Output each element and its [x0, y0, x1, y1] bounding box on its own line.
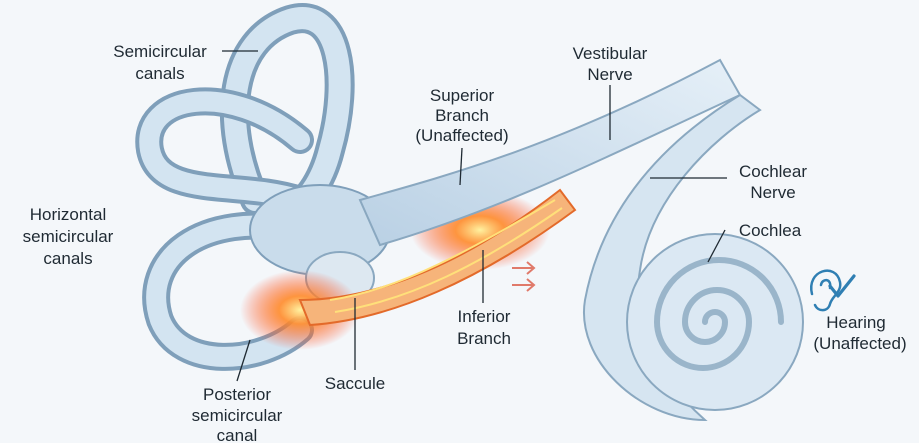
- svg-text:Posterior: Posterior: [203, 385, 271, 404]
- svg-text:(Unaffected): (Unaffected): [415, 126, 508, 145]
- svg-text:Branch: Branch: [435, 106, 489, 125]
- svg-text:Superior: Superior: [430, 86, 495, 105]
- svg-text:Nerve: Nerve: [587, 65, 632, 84]
- label-cochlear-nerve: Cochlear Nerve: [739, 162, 807, 202]
- svg-text:semicircular: semicircular: [23, 227, 114, 246]
- svg-text:Cochlear: Cochlear: [739, 162, 807, 181]
- svg-text:Vestibular: Vestibular: [573, 44, 648, 63]
- ear-icon: [811, 271, 840, 310]
- svg-text:Semicircular: Semicircular: [113, 42, 207, 61]
- svg-text:Branch: Branch: [457, 329, 511, 348]
- svg-text:canal: canal: [217, 426, 258, 443]
- svg-text:canals: canals: [135, 64, 184, 83]
- label-posterior-canal: Posterior semicircular canal: [192, 385, 283, 443]
- label-saccule: Saccule: [325, 374, 385, 393]
- svg-text:Horizontal: Horizontal: [30, 205, 107, 224]
- svg-text:Inferior: Inferior: [458, 307, 511, 326]
- svg-text:semicircular: semicircular: [192, 406, 283, 425]
- label-vestibular-nerve: Vestibular Nerve: [573, 44, 648, 84]
- svg-text:Nerve: Nerve: [750, 183, 795, 202]
- label-horizontal-canals: Horizontal semicircular canals: [23, 205, 114, 268]
- label-hearing: Hearing (Unaffected): [813, 313, 906, 353]
- label-inferior-branch: Inferior Branch: [457, 307, 511, 348]
- label-semicircular-canals: Semicircular canals: [113, 42, 207, 83]
- arrow-right-icon: [512, 262, 534, 291]
- label-superior-branch: Superior Branch (Unaffected): [415, 86, 508, 145]
- label-cochlea: Cochlea: [739, 221, 802, 240]
- svg-text:Hearing: Hearing: [826, 313, 886, 332]
- svg-text:(Unaffected): (Unaffected): [813, 334, 906, 353]
- svg-text:canals: canals: [43, 249, 92, 268]
- cochlea: [627, 234, 803, 410]
- checkmark-icon: [830, 276, 854, 296]
